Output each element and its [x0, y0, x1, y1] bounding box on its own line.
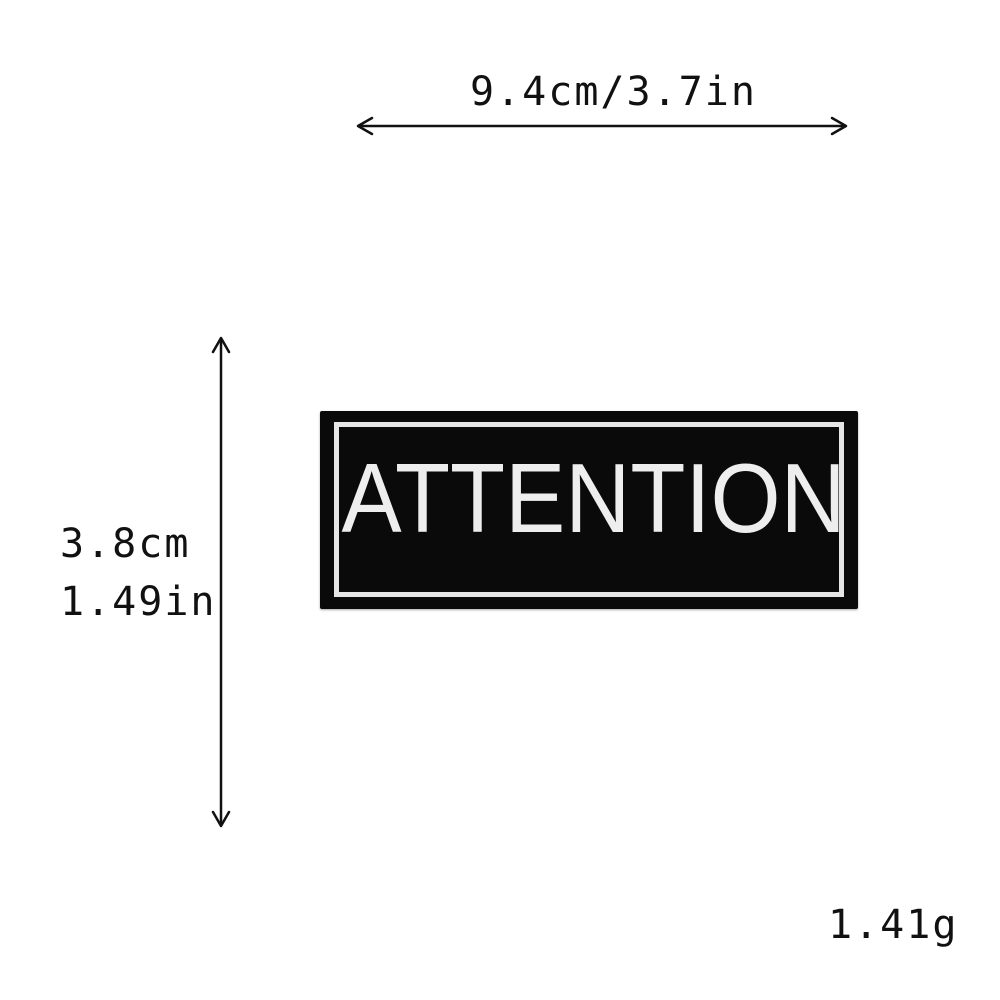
- weight-label: 1.41g: [828, 902, 959, 948]
- width-dimension-label: 9.4cm/3.7in: [470, 69, 757, 115]
- height-in-label: 1.49in: [60, 579, 217, 625]
- vertical-double-arrow-icon: [211, 336, 231, 828]
- patch-border: [334, 422, 844, 597]
- horizontal-double-arrow-icon: [356, 116, 848, 136]
- height-cm-label: 3.8cm: [60, 521, 191, 567]
- attention-patch: ATTENTION: [320, 411, 858, 609]
- patch-text: ATTENTION: [341, 443, 846, 553]
